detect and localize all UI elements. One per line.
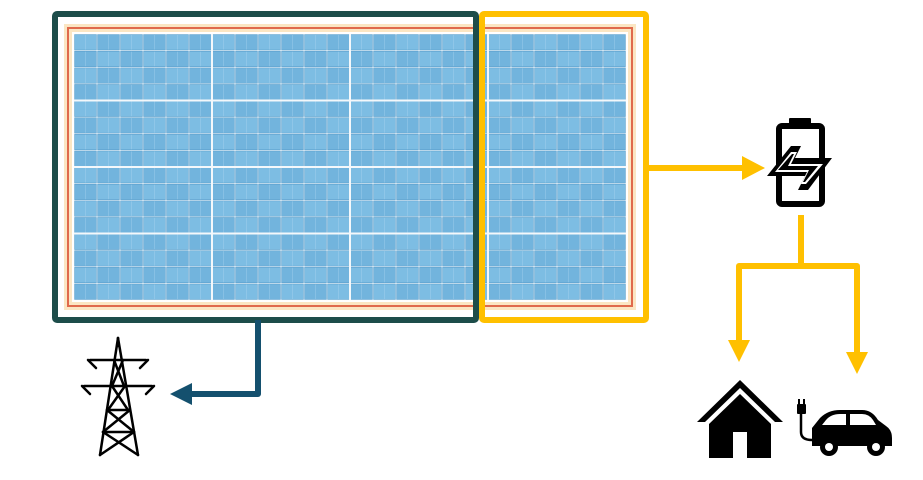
electricity-tower-icon xyxy=(80,336,156,457)
house-icon xyxy=(697,380,783,458)
arrow-to-battery xyxy=(646,156,765,180)
panel-busbar-frame xyxy=(67,27,633,307)
solar-panel xyxy=(64,24,636,310)
panel-dividers xyxy=(74,34,626,300)
arrows-to-loads xyxy=(728,215,868,374)
arrow-to-grid xyxy=(170,320,261,405)
grid-feed-portion-box xyxy=(52,11,479,323)
battery-charging-icon xyxy=(767,118,832,207)
panel-cells xyxy=(74,34,626,300)
electric-car-icon xyxy=(797,399,892,456)
